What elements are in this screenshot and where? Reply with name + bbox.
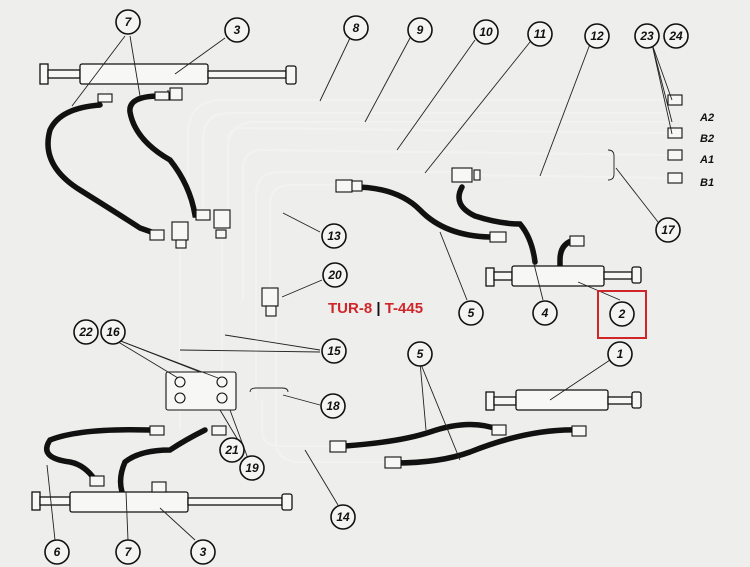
callouts: 7 3 8 9 10 11 12 23 24 17 13 20 5 4 2 22… [44,9,689,565]
callout: 24 [663,23,689,49]
callout: 15 [321,338,347,364]
callout: 6 [44,539,70,565]
callout: 21 [219,437,245,463]
svg-text:9: 9 [417,23,424,37]
callout: 11 [527,21,553,47]
svg-text:24: 24 [668,29,683,43]
svg-text:2: 2 [618,307,626,321]
callout: 2 [609,301,635,327]
model-separator: | [376,300,381,317]
callout: 17 [655,217,681,243]
callout: 14 [330,504,356,530]
svg-text:1: 1 [617,347,624,361]
svg-text:3: 3 [234,23,241,37]
callout: 13 [321,223,347,249]
svg-text:7: 7 [125,15,133,29]
callout: 1 [607,341,633,367]
svg-text:17: 17 [661,223,676,237]
callout: 18 [320,393,346,419]
cylinders [31,63,642,513]
port-label: A2 [699,112,714,124]
svg-text:10: 10 [479,25,493,39]
callout: 16 [100,319,126,345]
callout: 5 [458,300,484,326]
callout: 8 [343,15,369,41]
svg-text:6: 6 [54,545,61,559]
svg-text:12: 12 [590,29,604,43]
port-label: B1 [700,177,714,189]
callout: 7 [115,539,141,565]
model-label: TUR-8 | T-445 [328,300,423,317]
callout: 12 [584,23,610,49]
svg-text:8: 8 [353,21,360,35]
svg-text:15: 15 [327,344,341,358]
svg-text:4: 4 [541,306,549,320]
callout: 7 [115,9,141,35]
flexible-hoses [44,93,583,495]
svg-text:20: 20 [327,268,342,282]
model-a-label: TUR-8 [328,300,373,317]
callout: 3 [190,539,216,565]
svg-text:19: 19 [245,461,259,475]
svg-text:13: 13 [327,229,341,243]
callout: 3 [224,17,250,43]
port-label: A1 [699,154,714,166]
svg-text:7: 7 [125,545,133,559]
svg-text:16: 16 [106,325,120,339]
callout: 5 [407,341,433,367]
callout: 22 [73,319,99,345]
callout: 9 [407,17,433,43]
callout: 20 [322,262,348,288]
callout: 23 [634,23,660,49]
model-b-label: T-445 [384,300,424,317]
svg-text:11: 11 [534,27,547,41]
svg-text:14: 14 [336,510,350,524]
highlight-box [597,290,647,339]
port-labels: A2 B2 A1 B1 [699,112,714,189]
svg-text:18: 18 [326,399,340,413]
callout: 10 [473,19,499,45]
fittings [89,87,683,493]
svg-text:5: 5 [417,347,424,361]
port-label: B2 [700,133,714,145]
svg-text:22: 22 [78,325,93,339]
svg-text:23: 23 [639,29,654,43]
svg-text:5: 5 [468,306,475,320]
svg-text:3: 3 [200,545,207,559]
callout: 19 [239,455,265,481]
svg-text:21: 21 [224,443,239,457]
leader-lines [46,35,673,541]
callout: 4 [532,300,558,326]
